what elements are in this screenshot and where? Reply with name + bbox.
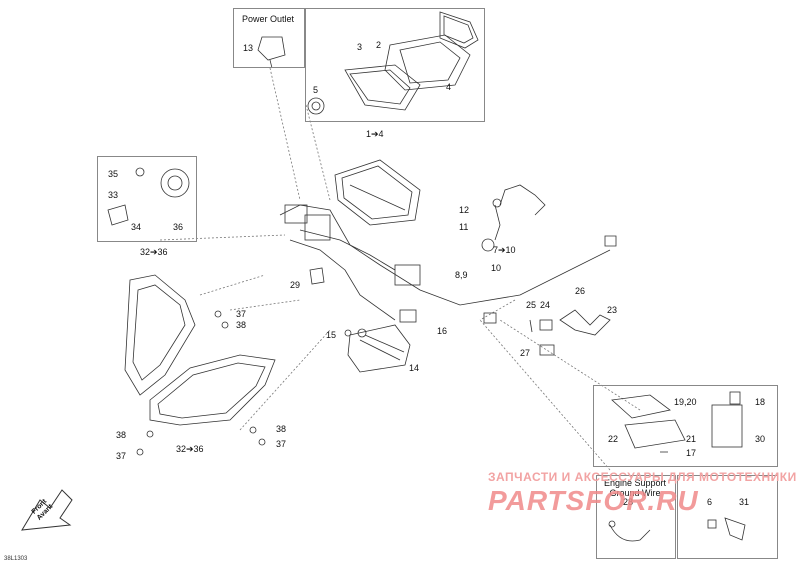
- callout-29: 29: [290, 280, 301, 290]
- power-outlet-box: [233, 8, 305, 68]
- engine-support-box: [596, 475, 676, 559]
- callout-4: 4: [446, 82, 452, 92]
- callout-3: 3: [357, 42, 363, 52]
- callout-25: 25: [526, 300, 537, 310]
- bulb-group-box: [97, 156, 197, 242]
- misc-parts-box: [677, 475, 778, 559]
- callout-38-a: 38: [236, 320, 247, 330]
- callout-14: 14: [409, 363, 420, 373]
- callout-6: 6: [707, 497, 713, 507]
- callout-5: 5: [313, 85, 319, 95]
- callout-37-a: 37: [236, 309, 247, 319]
- callout-28: 28: [623, 497, 634, 507]
- instrument-cluster-box: [305, 8, 485, 122]
- callout-15: 15: [326, 330, 337, 340]
- watermark-tagline: ЗАПЧАСТИ И АКСЕССУАРЫ ДЛЯ МОТОТЕХНИКИ: [488, 470, 797, 484]
- power-outlet-title: Power Outlet: [241, 14, 295, 24]
- callout-27: 27: [520, 348, 531, 358]
- callout-13: 13: [243, 43, 254, 53]
- callout-18: 18: [755, 397, 766, 407]
- callout-2: 2: [376, 40, 382, 50]
- callout-16: 16: [437, 326, 448, 336]
- callout-24: 24: [540, 300, 551, 310]
- callout-12: 12: [459, 205, 470, 215]
- fuse-box-group: [593, 385, 778, 467]
- callout-17: 17: [686, 448, 697, 458]
- callout-32-36-bottom: 32➔36: [176, 444, 204, 454]
- callout-38-c: 38: [276, 424, 287, 434]
- callout-21: 21: [686, 434, 697, 444]
- diagram-reference: 38L1303: [4, 556, 28, 562]
- callout-11: 11: [459, 222, 469, 232]
- callout-23: 23: [607, 305, 618, 315]
- watermark-logo: PARTSFOR.RU: [488, 485, 699, 516]
- callout-8-9: 8,9: [455, 270, 468, 280]
- callout-7-10: 7➔10: [493, 245, 516, 255]
- callout-35: 35: [108, 169, 119, 179]
- callout-36: 36: [173, 222, 184, 232]
- callout-37-c: 37: [276, 439, 287, 449]
- callout-26: 26: [575, 286, 586, 296]
- callout-22: 22: [608, 434, 619, 444]
- callout-32-36-top: 32➔36: [140, 247, 168, 257]
- callout-31: 31: [739, 497, 750, 507]
- engine-support-title: Engine Support Ground Wire: [603, 478, 667, 498]
- callout-34: 34: [131, 222, 142, 232]
- callout-33: 33: [108, 190, 119, 200]
- callout-37-b: 37: [116, 451, 127, 461]
- callout-19-20: 19,20: [674, 397, 697, 407]
- callout-1-4: 1➔4: [366, 129, 384, 139]
- callout-10: 10: [491, 263, 502, 273]
- callout-38-b: 38: [116, 430, 127, 440]
- callout-30: 30: [755, 434, 766, 444]
